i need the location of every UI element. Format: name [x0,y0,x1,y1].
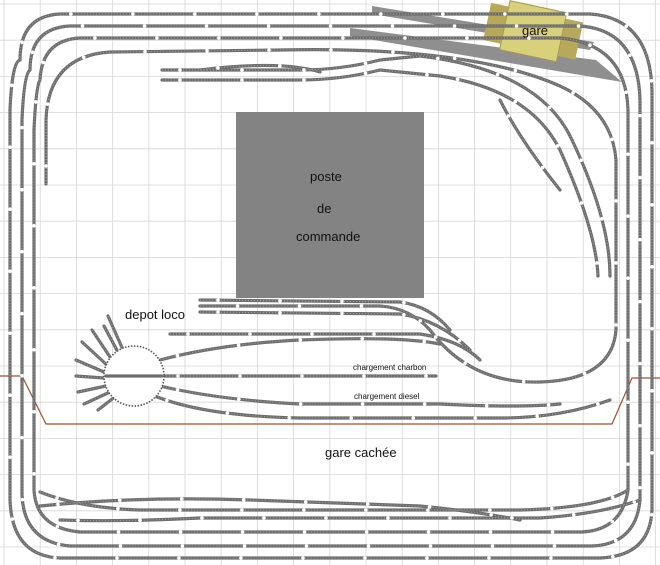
lower-yard-track [148,392,612,420]
station-label: gare [522,23,548,38]
track-joints [8,12,654,560]
control-post-block [236,112,424,298]
tracks [8,12,654,560]
coal-loading-label: chargement charbon [353,363,426,372]
hidden-station-label: gare cachée [325,445,397,460]
depot-label: depot loco [125,307,185,322]
control-post-label-line3: commande [296,229,360,244]
coal-loading-track [158,337,442,362]
turntable [103,345,165,407]
diesel-loading-label: chargement diesel [354,392,420,401]
hidden-track-2 [58,498,642,523]
station-branch-2 [438,74,600,278]
control-post-label-line1: poste [310,169,342,184]
station-platform-lower [350,28,622,82]
hidden-station-boundary [0,375,660,425]
station-branch-1 [418,54,612,278]
control-post-label-line2: de [317,201,331,216]
outer-loop-3 [32,36,630,534]
